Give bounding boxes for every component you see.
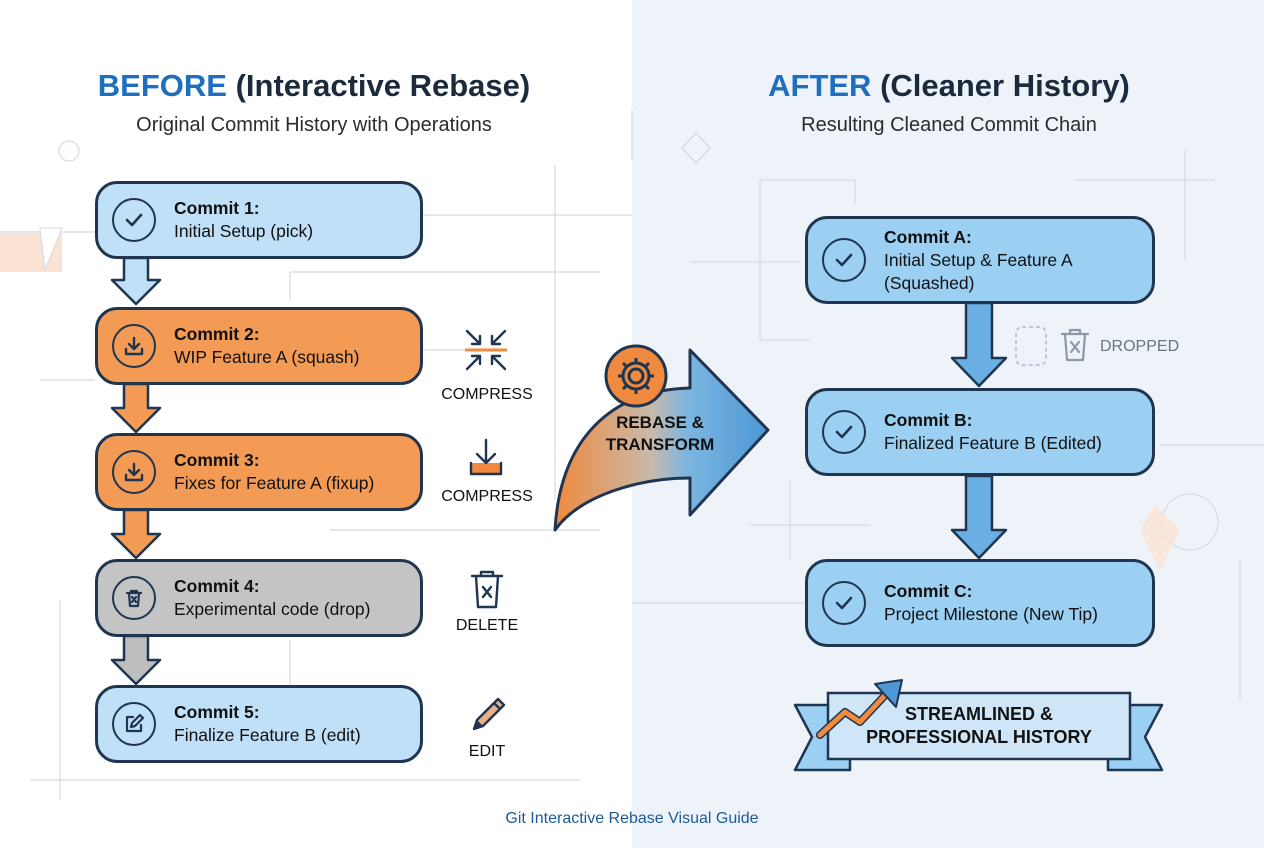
commit-card-b: Commit B: Finalized Feature B (Edited) [805,388,1155,476]
after-title: AFTER (Cleaner History) [768,68,1130,103]
commit-card-3: Commit 3: Fixes for Feature A (fixup) [95,433,423,511]
commit-name: Commit C: [884,581,973,601]
commit-desc: Finalize Feature B (edit) [174,725,361,745]
commit-desc: Initial Setup (pick) [174,221,314,241]
commit-name: Commit 4: [174,576,260,596]
trash-icon [470,570,504,609]
commit-desc: Finalized Feature B (Edited) [884,433,1102,453]
op-label-edit: EDIT [468,743,506,760]
commit-name: Commit 2: [174,324,260,344]
download-tray-icon [469,438,503,476]
dropped-trash-icon [1060,328,1090,362]
commit-name: Commit B: [884,410,973,430]
before-title: BEFORE (Interactive Rebase) [97,68,531,103]
transform-label: REBASE & TRANSFORM [585,412,735,456]
commit-desc: Experimental code (drop) [174,599,371,619]
commit-desc: WIP Feature A (squash) [174,347,360,367]
commit-name: Commit 5: [174,702,260,722]
before-subtitle: Original Commit History with Operations [136,114,492,136]
commit-desc: Project Milestone (New Tip) [884,604,1098,624]
footer-caption: Git Interactive Rebase Visual Guide [505,810,759,827]
transform-line-1: REBASE & [616,413,704,432]
commit-card-4: Commit 4: Experimental code (drop) [95,559,423,637]
commit-card-1: Commit 1: Initial Setup (pick) [95,181,423,259]
compress-arrows-icon [465,329,507,371]
after-subtitle: Resulting Cleaned Commit Chain [801,114,1097,136]
transform-line-2: TRANSFORM [605,435,715,454]
commit-card-a: Commit A: Initial Setup & Feature A (Squ… [805,216,1155,304]
op-label-compress-1: COMPRESS [441,386,533,403]
commit-card-c: Commit C: Project Milestone (New Tip) [805,559,1155,647]
pencil-icon [472,697,506,731]
check-icon [822,581,866,625]
commit-desc: Fixes for Feature A (fixup) [174,473,375,493]
op-label-compress-2: COMPRESS [441,488,533,505]
banner-text: STREAMLINED & PROFESSIONAL HISTORY [828,703,1130,749]
download-icon [112,450,156,494]
commit-desc-extra: (Squashed) [884,272,975,293]
commit-card-2: Commit 2: WIP Feature A (squash) [95,307,423,385]
check-icon [822,410,866,454]
commit-desc: Initial Setup & Feature A [884,249,1073,270]
download-icon [112,324,156,368]
banner-line-2: PROFESSIONAL HISTORY [866,727,1092,747]
check-icon [822,238,866,282]
edit-icon [112,702,156,746]
banner-line-1: STREAMLINED & [905,704,1053,724]
check-icon [112,198,156,242]
op-label-delete: DELETE [455,617,519,634]
gear-icon [618,358,654,394]
dropped-label: DROPPED [1100,338,1180,355]
commit-name: Commit 3: [174,450,260,470]
commit-card-5: Commit 5: Finalize Feature B (edit) [95,685,423,763]
trash-icon [112,576,156,620]
commit-name: Commit A: [884,226,972,247]
commit-name: Commit 1: [174,198,260,218]
